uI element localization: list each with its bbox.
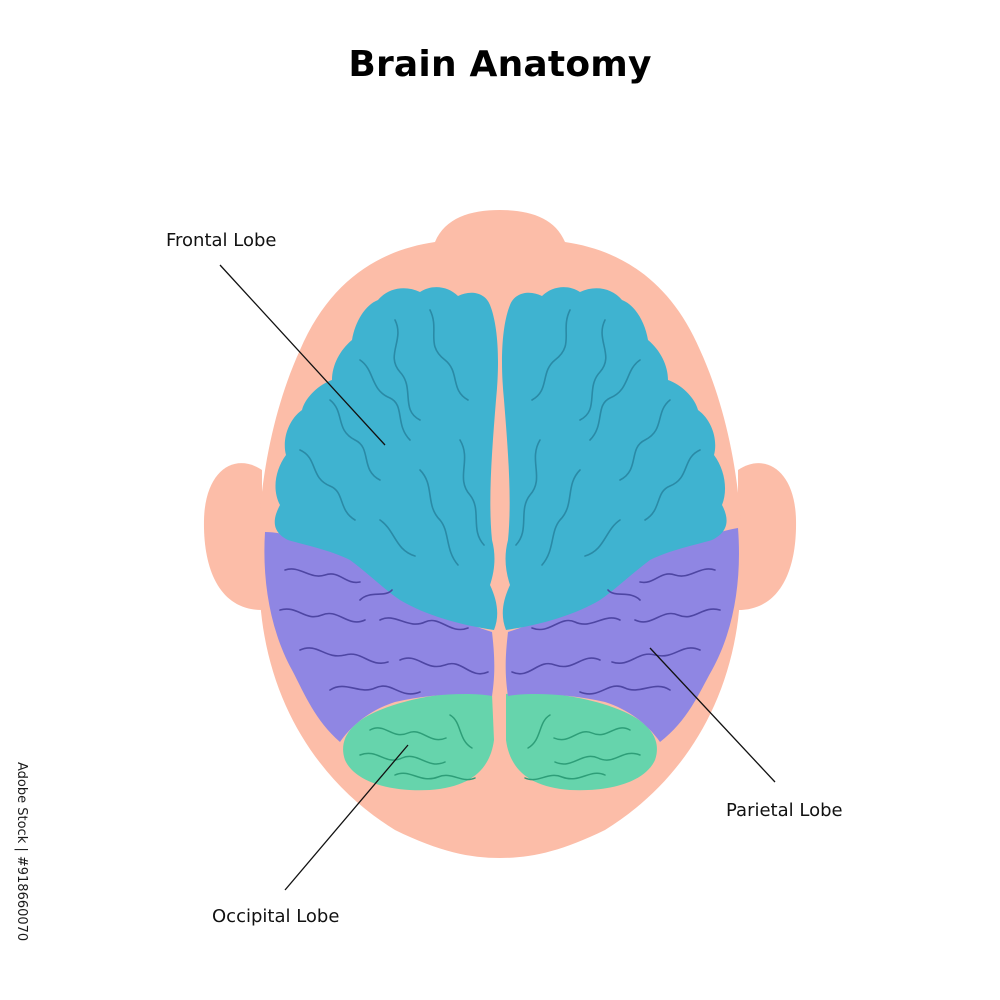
occipital-gyri [359,714,641,781]
frontal-leader-line [219,264,386,446]
occipital-lobe-right [506,692,657,791]
frontal-lobe-left [274,287,498,630]
parietal-lobe-right [505,528,739,742]
parietal-lobe-label: Parietal Lobe [726,800,843,821]
frontal-lobe-right [502,287,727,630]
occipital-leader-line [284,744,409,891]
frontal-lobe-label: Frontal Lobe [166,230,277,251]
page-title: Brain Anatomy [348,44,652,85]
stock-id-text: Adobe Stock | #918660070 [14,762,29,942]
occipital-lobe-left [343,692,494,791]
frontal-gyri [299,309,701,566]
parietal-lobe-left [264,532,495,742]
right-ear [738,463,797,610]
parietal-leader-line [649,647,776,783]
left-ear [203,463,262,610]
occipital-lobe-label: Occipital Lobe [212,906,340,927]
parietal-gyri [279,568,721,695]
